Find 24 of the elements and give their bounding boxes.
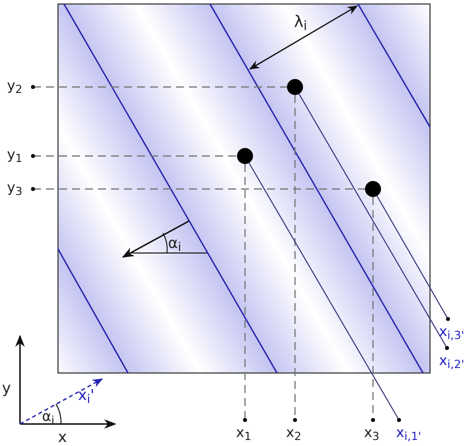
projection-line bbox=[31, 154, 237, 158]
axis-value-label: y$_{1}$ bbox=[5, 148, 33, 166]
leader-line bbox=[248, 162, 401, 422]
leader-line bbox=[298, 93, 449, 350]
axis-label: x$_{i}$' bbox=[78, 388, 94, 405]
axis-value-label: x$_{2}$ bbox=[283, 420, 307, 445]
projection-line bbox=[293, 95, 297, 422]
angle-label: α$_{i}$ bbox=[42, 410, 54, 426]
leader-line bbox=[376, 195, 450, 321]
axis-value-label: x$_{i,1'}$ bbox=[395, 420, 439, 445]
axis-value-label: y$_{3}$ bbox=[5, 181, 33, 199]
axis-label: x bbox=[58, 430, 67, 445]
projection-line bbox=[31, 187, 365, 191]
axis-value-label: x$_{i,2'}$ bbox=[438, 348, 474, 374]
projection-line bbox=[31, 85, 287, 89]
wavelength-label: λ$_{i}$ bbox=[294, 14, 308, 34]
axis-value-label: x$_{3}$ bbox=[361, 420, 385, 445]
axis-value-label: x$_{1}$ bbox=[233, 420, 257, 445]
projection-line bbox=[243, 164, 247, 422]
axis-value-label: y$_{2}$ bbox=[5, 79, 33, 97]
projection-line bbox=[371, 197, 375, 422]
angle-label: α$_{i}$ bbox=[168, 236, 182, 253]
axis-label: y bbox=[2, 381, 11, 396]
axis-value-label: x$_{i,3'}$ bbox=[438, 319, 474, 345]
